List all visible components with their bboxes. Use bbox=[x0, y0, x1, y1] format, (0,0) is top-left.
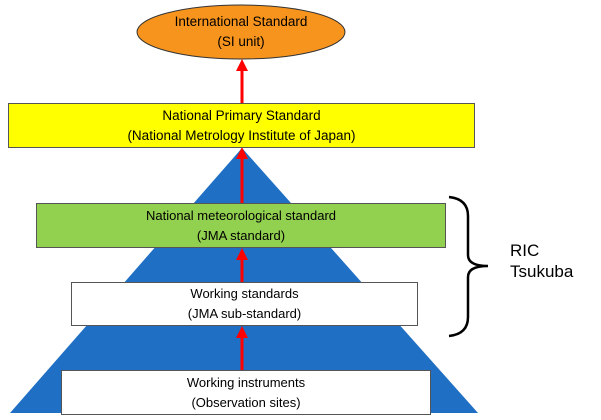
arrow-instruments-to-working-standards bbox=[236, 326, 248, 370]
national-meteorological-standard-title: National meteorological standard bbox=[145, 207, 337, 223]
international-standard-ellipse bbox=[136, 4, 346, 60]
international-standard-subtitle: (SI unit) bbox=[217, 34, 265, 49]
arrow-meteorological-to-primary bbox=[236, 147, 248, 203]
working-standards-subtitle: (JMA sub-standard) bbox=[187, 306, 302, 321]
working-standards-title: Working standards bbox=[190, 286, 299, 301]
international-standard-label: International Standard (SI unit) bbox=[136, 8, 346, 56]
tsukuba-label: Tsukuba bbox=[510, 262, 574, 281]
ric-label: RIC bbox=[510, 241, 540, 260]
arrows bbox=[236, 59, 248, 370]
working-instruments-subtitle: (Observation sites) bbox=[191, 394, 301, 410]
national-primary-standard-box: National Primary Standard (National Metr… bbox=[8, 103, 475, 148]
working-instruments-title: Working instruments bbox=[186, 374, 306, 390]
working-standards-box: Working standards (JMA sub-standard) bbox=[71, 282, 418, 326]
national-primary-standard-subtitle: (National Metrology Institute of Japan) bbox=[127, 127, 356, 143]
national-meteorological-standard-subtitle: (JMA standard) bbox=[196, 227, 286, 243]
pyramid bbox=[10, 148, 478, 413]
national-meteorological-standard-box: National meteorological standard (JMA st… bbox=[36, 203, 446, 248]
arrow-working-standards-to-meteorological bbox=[236, 248, 248, 282]
working-instruments-box: Working instruments (Observation sites) bbox=[61, 370, 431, 415]
ric-tsukuba-label: RIC Tsukuba bbox=[510, 240, 573, 282]
international-standard-title: International Standard bbox=[174, 14, 308, 29]
ric-bracket bbox=[448, 195, 489, 338]
arrow-primary-to-international bbox=[236, 59, 248, 103]
national-primary-standard-title: National Primary Standard bbox=[162, 107, 321, 123]
